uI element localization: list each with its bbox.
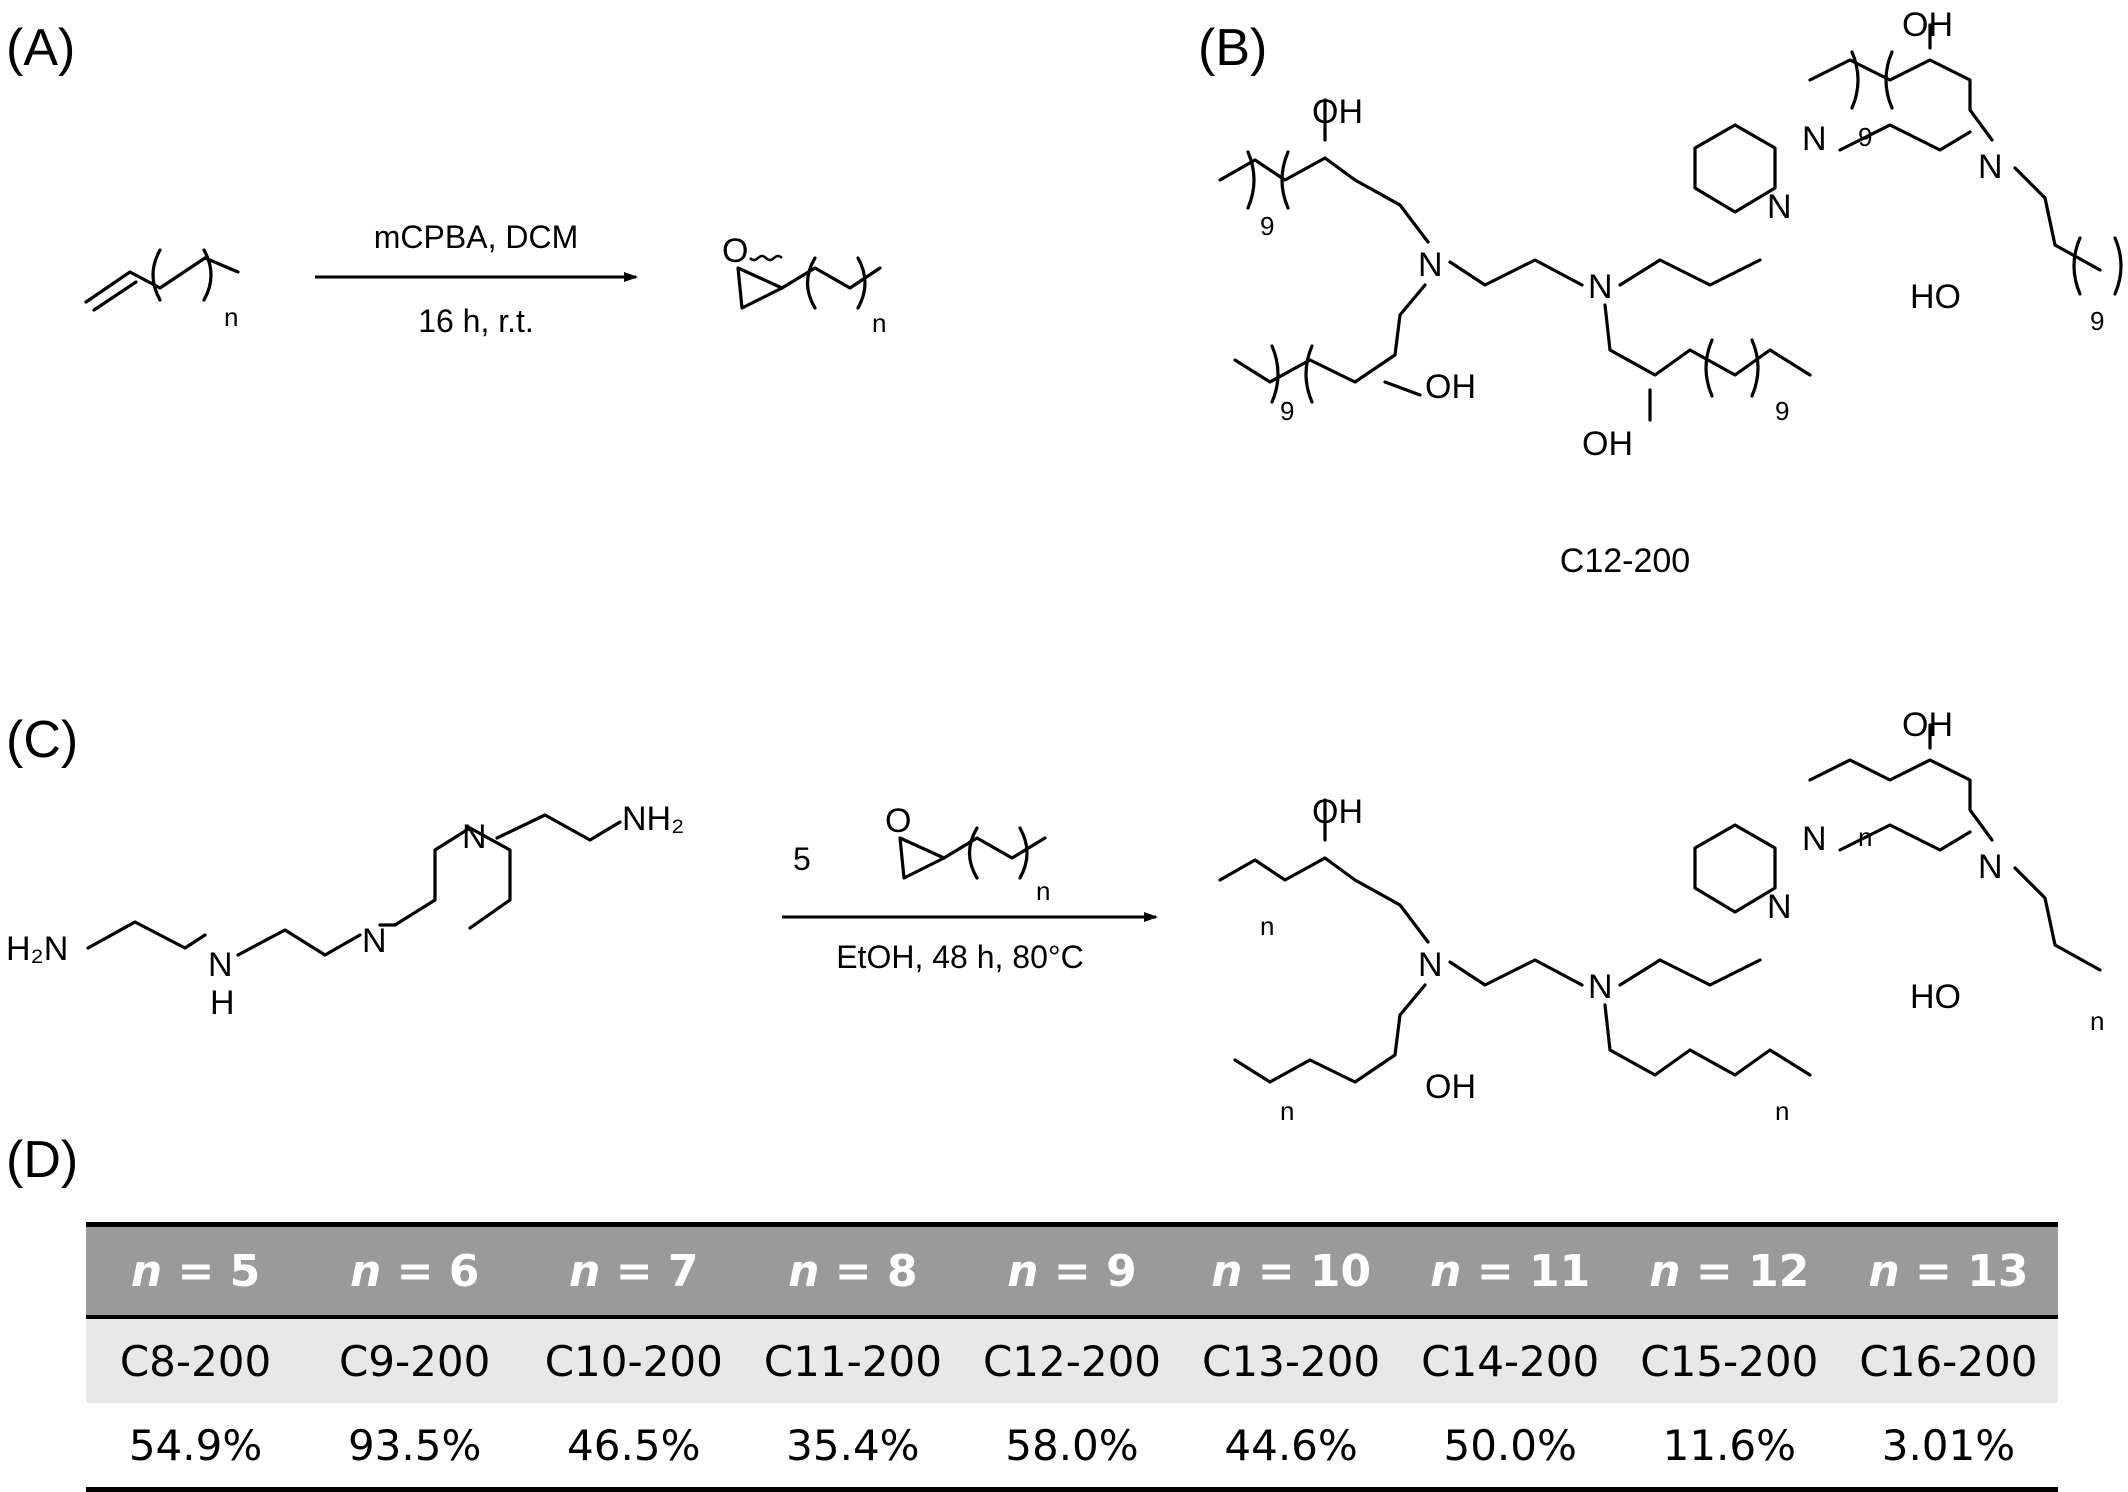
piperazine-n-left: N [1767,188,1792,226]
subscript-ul: 9 [1260,211,1274,241]
alkene-structure: n [84,248,240,332]
table-cell-yield: 58.0% [962,1403,1182,1492]
table-cell-yield: 11.6% [1619,1403,1839,1492]
right-n: N [1978,148,2003,186]
nh-n: N [208,946,233,984]
nh-h: H [210,984,235,1022]
product-subscript-bottom: n [1775,1096,1789,1120]
table-cell-name: C11-200 [743,1317,963,1403]
central-n: N [1588,268,1613,306]
table-header-cell: n = 13 [1838,1222,2058,1319]
left-n: N [1418,246,1443,284]
piperazine-n-right: N [1802,120,1827,158]
product-subscript-lr: n [2090,1006,2104,1036]
subscript-lr: 9 [2090,306,2104,336]
table-header-cell: n = 6 [305,1222,525,1319]
product-left-n: N [1418,946,1443,984]
table-cell-name: C10-200 [524,1317,744,1403]
alkene-subscript: n [224,302,238,332]
reagent-bottom-a: 16 h, r.t. [418,303,534,339]
product-subscript-ul: n [1260,911,1274,941]
table-header-cell: n = 12 [1619,1222,1839,1319]
product-pip-n-right: N [1802,820,1827,858]
table-cell-name: C13-200 [1181,1317,1401,1403]
product-pip-n-left: N [1767,888,1792,926]
reagent-top-a: mCPBA, DCM [374,219,578,255]
subscript-ur: 9 [1858,122,1872,152]
table-header-cell: n = 8 [743,1222,963,1319]
table-cell-yield: 50.0% [1400,1403,1620,1492]
panel-label-d: (D) [6,1131,79,1189]
table-cell-name: C16-200 [1838,1317,2058,1403]
table-cell-name: C9-200 [305,1317,525,1403]
panel-label-a: (A) [6,19,76,77]
product-subscript-ur: n [1858,822,1872,852]
table-cell-yield: 54.9% [86,1403,306,1492]
table-header-cell: n = 5 [86,1222,306,1319]
table-row-names: C8-200 C9-200 C10-200 C11-200 C12-200 C1… [86,1317,2058,1403]
scheme-a: n mCPBA, DCM 16 h, r.t. O n [84,219,886,339]
reaction-arrow-a: mCPBA, DCM 16 h, r.t. [315,219,638,339]
panel-label-c: (C) [6,711,79,769]
product-right-n: N [1978,848,2003,886]
table-header-cell: n = 11 [1400,1222,1620,1319]
oh-ur: OH [1902,6,1953,44]
table-header-cell: n = 9 [962,1222,1182,1319]
oh-bottom: OH [1582,425,1633,463]
table-header-cell: n = 7 [524,1222,744,1319]
oh-ul: OH [1312,93,1363,131]
structure-b: N N N N N 9 OH 9 OH 9 OH 9 OH 9 HO C12-2… [1218,6,2123,580]
table-header-cell: n = 10 [1181,1222,1401,1319]
panel-label-b: (B) [1198,19,1268,77]
table-cell-yield: 44.6% [1181,1403,1401,1492]
table-cell-yield: 3.01% [1838,1403,2058,1492]
equiv-label: 5 [793,841,811,877]
ho-lr: HO [1910,278,1961,316]
reaction-arrow-c: 5 O n EtOH, 48 h, 80°C [782,802,1158,975]
table-cell-name: C8-200 [86,1317,306,1403]
epoxide-structure: O n [722,232,886,338]
table-cell-yield: 46.5% [524,1403,744,1492]
h2n-label: H₂N [6,930,68,968]
table-cell-yield: 35.4% [743,1403,963,1492]
table-header-row: n = 5 n = 6 n = 7 n = 8 n = 9 n = 10 n =… [86,1222,2058,1319]
subscript-bottom: 9 [1775,396,1789,426]
product-oh-ll: OH [1425,1068,1476,1106]
scheme-c: H₂N N H N N NH₂ 5 O n EtOH, 48 h, 80°C N… [6,706,2104,1120]
yield-table: n = 5 n = 6 n = 7 n = 8 n = 9 n = 10 n =… [86,1222,2058,1492]
product-structure: N N N N N n OH n OH n OH n OH n HO [1218,706,2104,1120]
product-central-n: N [1588,968,1613,1006]
subscript-ll: 9 [1280,396,1294,426]
epoxide-subscript: n [872,308,886,338]
amine-structure: H₂N N H N N NH₂ [6,800,684,1022]
amine-pip-n-left: N [362,922,387,960]
table-cell-name: C12-200 [962,1317,1182,1403]
table-row-yields: 54.9% 93.5% 46.5% 35.4% 58.0% 44.6% 50.0… [86,1403,2058,1492]
product-oh-ul: OH [1312,793,1363,831]
caption-b: C12-200 [1560,542,1690,580]
reagent-bottom-c: EtOH, 48 h, 80°C [836,939,1084,975]
nh2-label: NH₂ [622,800,684,838]
product-subscript-ll: n [1280,1096,1294,1120]
product-ho-lr: HO [1910,978,1961,1016]
product-oh-ur: OH [1902,706,1953,744]
epoxide-oxygen: O [722,232,748,270]
oh-ll: OH [1425,368,1476,406]
epoxide-c-subscript: n [1036,876,1050,906]
table-cell-name: C15-200 [1619,1317,1839,1403]
table-cell-yield: 93.5% [305,1403,525,1492]
amine-pip-n-right: N [462,818,487,856]
epoxide-c-oxygen: O [885,802,911,840]
table-cell-name: C14-200 [1400,1317,1620,1403]
